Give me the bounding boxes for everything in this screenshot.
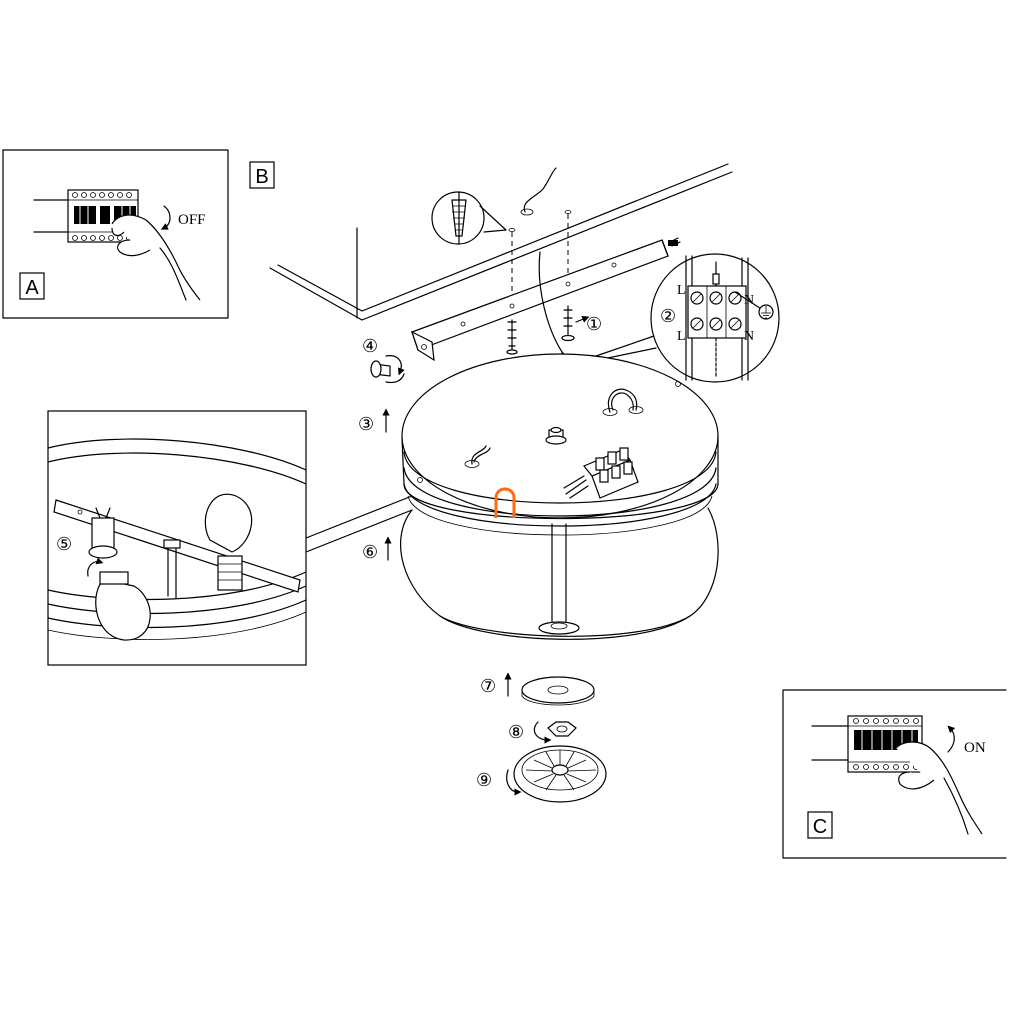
washer: [521, 676, 595, 706]
decorative-cap: [506, 745, 607, 803]
panel-c-label: C: [813, 816, 827, 838]
step-3: ③: [358, 414, 374, 434]
panel-c-switch-text: ON: [964, 740, 986, 756]
step-3-marker: ③: [358, 408, 390, 434]
step-7-marker: ⑦: [480, 672, 512, 697]
light-bulb-icon: [95, 571, 151, 641]
step-1: ①: [586, 314, 602, 334]
step-2: ②: [660, 306, 676, 326]
highlight-clip: [494, 487, 516, 518]
step-6-marker: ⑥: [362, 536, 392, 562]
step-7: ⑦: [480, 676, 496, 696]
bulb-detail-panel: [47, 410, 413, 666]
lamp-base: [401, 353, 719, 536]
panel-c-power-on: ON C: [782, 689, 1007, 859]
terminal-label-n-top: N: [744, 293, 754, 308]
hand-icon: [111, 214, 201, 301]
terminal-label-l-bottom: L: [677, 329, 686, 344]
panel-b-label: B: [255, 166, 268, 188]
nut: [533, 721, 577, 744]
screw-icon: [506, 305, 590, 355]
hand-icon: [895, 741, 983, 835]
ceiling: [269, 163, 733, 321]
terminal-block-detail: L N L N: [595, 253, 780, 383]
step-4: ④: [362, 336, 378, 356]
terminal-label-n-bottom: N: [744, 329, 754, 344]
step-5: ⑤: [56, 534, 72, 554]
side-screw-icon: [370, 355, 405, 384]
mounting-bracket: [410, 237, 681, 362]
panel-a-label: A: [25, 277, 39, 299]
step-9: ⑨: [476, 770, 492, 790]
panel-a-power-off: OFF A: [2, 149, 229, 319]
wall-plug-detail: [431, 191, 507, 245]
ground-icon: [761, 306, 771, 319]
step-6: ⑥: [362, 542, 378, 562]
step-8: ⑧: [508, 722, 524, 742]
panel-b-label-box: B: [249, 161, 275, 189]
light-bulb-icon: [204, 493, 253, 591]
panel-a-switch-text: OFF: [178, 212, 206, 228]
glass-shade: [399, 507, 719, 640]
terminal-label-l-top: L: [677, 283, 686, 298]
wall-plug-icon: [451, 191, 467, 245]
